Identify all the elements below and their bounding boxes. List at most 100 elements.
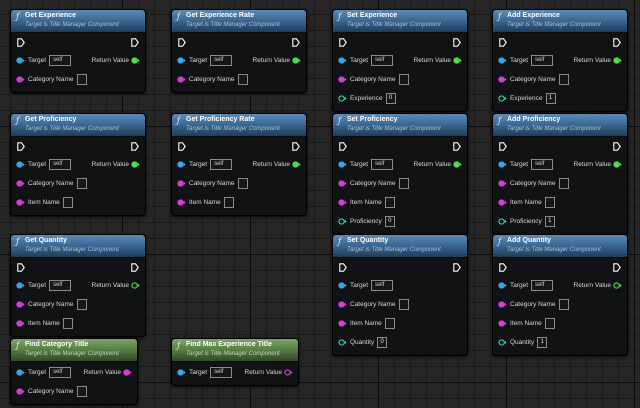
target-pin[interactable] [338,282,347,289]
exec-out-pin[interactable] [613,263,621,272]
target-self-field[interactable]: self [210,159,233,170]
return-value-pin[interactable] [123,369,132,376]
target-self-field[interactable]: self [210,55,233,66]
category-name-pin[interactable] [177,180,186,187]
return-value-pin[interactable] [613,161,622,168]
name-input-field[interactable] [558,178,569,189]
integer-input-field[interactable]: 1 [537,337,548,348]
target-self-field[interactable]: self [371,280,394,291]
target-pin[interactable] [338,57,347,64]
exec-in-pin[interactable] [178,38,186,47]
exec-out-pin[interactable] [453,142,461,151]
target-pin[interactable] [498,161,507,168]
target-pin[interactable] [16,369,25,376]
exec-out-pin[interactable] [131,263,139,272]
target-self-field[interactable]: self [210,367,233,378]
name-input-field[interactable] [398,299,409,310]
name-input-field[interactable] [62,197,73,208]
name-input-field[interactable] [237,178,248,189]
name-input-field[interactable] [558,74,569,85]
integer-input-field[interactable]: 1 [544,216,555,227]
integer-input-field[interactable]: 1 [545,93,556,104]
name-input-field[interactable] [237,74,248,85]
quantity-pin[interactable] [498,339,507,346]
experience-pin[interactable] [338,95,347,102]
target-pin[interactable] [338,161,347,168]
category-name-pin[interactable] [16,180,25,187]
item-name-pin[interactable] [177,199,186,206]
exec-out-pin[interactable] [453,38,461,47]
category-name-pin[interactable] [16,301,25,308]
category-name-pin[interactable] [16,76,25,83]
integer-input-field[interactable]: 0 [377,337,388,348]
target-self-field[interactable]: self [371,55,394,66]
target-pin[interactable] [177,369,186,376]
name-input-field[interactable] [76,178,87,189]
exec-in-pin[interactable] [339,38,347,47]
exec-out-pin[interactable] [292,142,300,151]
target-self-field[interactable]: self [49,280,72,291]
name-input-field[interactable] [384,318,395,329]
exec-in-pin[interactable] [17,142,25,151]
target-self-field[interactable]: self [531,55,554,66]
category-name-pin[interactable] [338,301,347,308]
target-pin[interactable] [16,282,25,289]
proficiency-pin[interactable] [338,218,347,225]
return-value-pin[interactable] [131,282,140,289]
name-input-field[interactable] [223,197,234,208]
exec-in-pin[interactable] [499,38,507,47]
proficiency-pin[interactable] [498,218,507,225]
target-pin[interactable] [16,161,25,168]
return-value-pin[interactable] [453,57,462,64]
exec-in-pin[interactable] [499,263,507,272]
return-value-pin[interactable] [292,161,301,168]
target-pin[interactable] [498,282,507,289]
target-self-field[interactable]: self [531,280,554,291]
item-name-pin[interactable] [498,320,507,327]
quantity-pin[interactable] [338,339,347,346]
category-name-pin[interactable] [338,76,347,83]
return-value-pin[interactable] [292,57,301,64]
exec-out-pin[interactable] [131,142,139,151]
exec-in-pin[interactable] [178,142,186,151]
name-input-field[interactable] [62,318,73,329]
target-self-field[interactable]: self [49,159,72,170]
category-name-pin[interactable] [338,180,347,187]
target-self-field[interactable]: self [531,159,554,170]
return-value-pin[interactable] [453,161,462,168]
item-name-pin[interactable] [498,199,507,206]
name-input-field[interactable] [76,74,87,85]
return-value-pin[interactable] [613,57,622,64]
name-input-field[interactable] [544,197,555,208]
category-name-pin[interactable] [498,301,507,308]
target-self-field[interactable]: self [49,367,72,378]
exec-in-pin[interactable] [339,263,347,272]
item-name-pin[interactable] [16,199,25,206]
exec-in-pin[interactable] [339,142,347,151]
exec-out-pin[interactable] [613,142,621,151]
category-name-pin[interactable] [16,388,25,395]
category-name-pin[interactable] [498,180,507,187]
target-self-field[interactable]: self [49,55,72,66]
item-name-pin[interactable] [338,199,347,206]
target-pin[interactable] [498,57,507,64]
exec-out-pin[interactable] [292,38,300,47]
integer-input-field[interactable]: 0 [384,216,395,227]
